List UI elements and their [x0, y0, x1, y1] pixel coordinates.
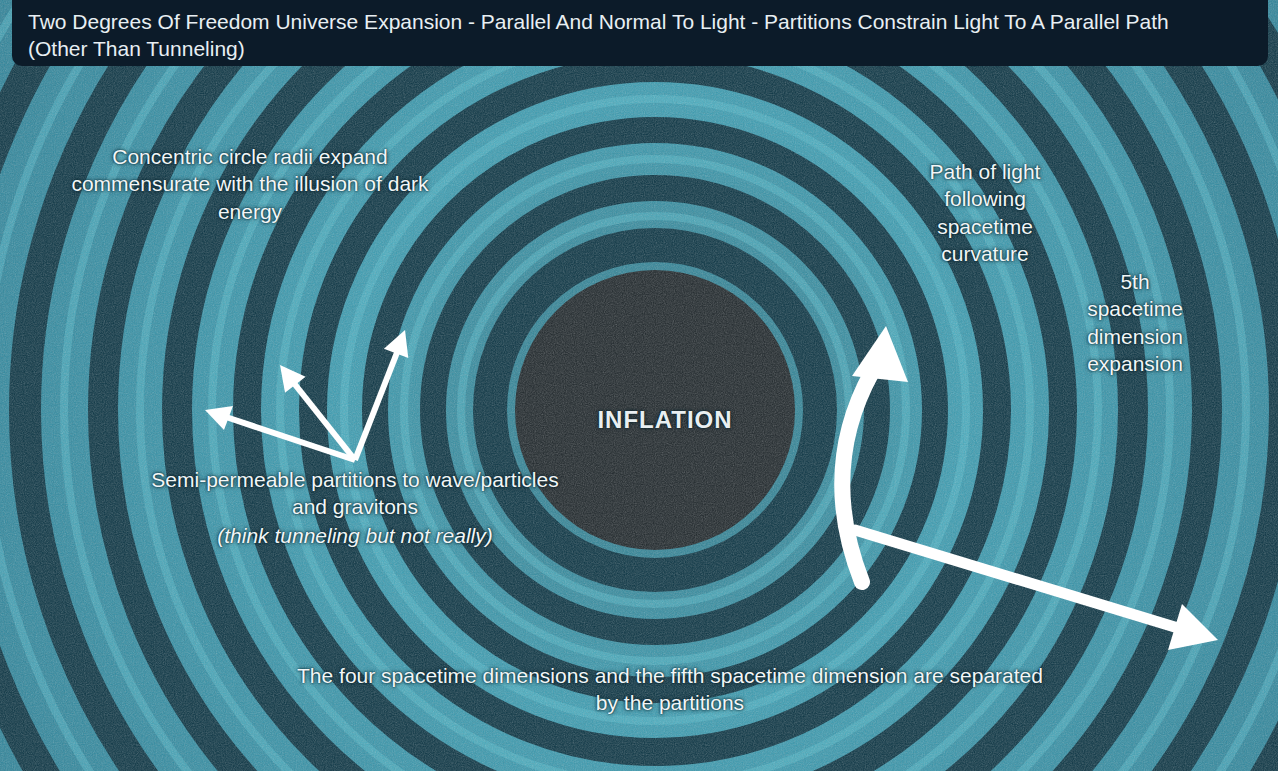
callout-note: Semi-permeable partitions to wave/partic… — [150, 466, 560, 521]
callout-note: 5th spacetime dimension expansion — [1075, 268, 1195, 377]
title-text: Two Degrees Of Freedom Universe Expansio… — [28, 8, 1228, 63]
callout-note: (think tunneling but not really) — [150, 522, 560, 549]
callout-note: Concentric circle radii expand commensur… — [55, 143, 445, 225]
center-label: INFLATION — [545, 404, 785, 435]
callout-note: Path of light following spacetime curvat… — [905, 158, 1065, 267]
caption-note: The four spacetime dimensions and the fi… — [290, 662, 1050, 717]
